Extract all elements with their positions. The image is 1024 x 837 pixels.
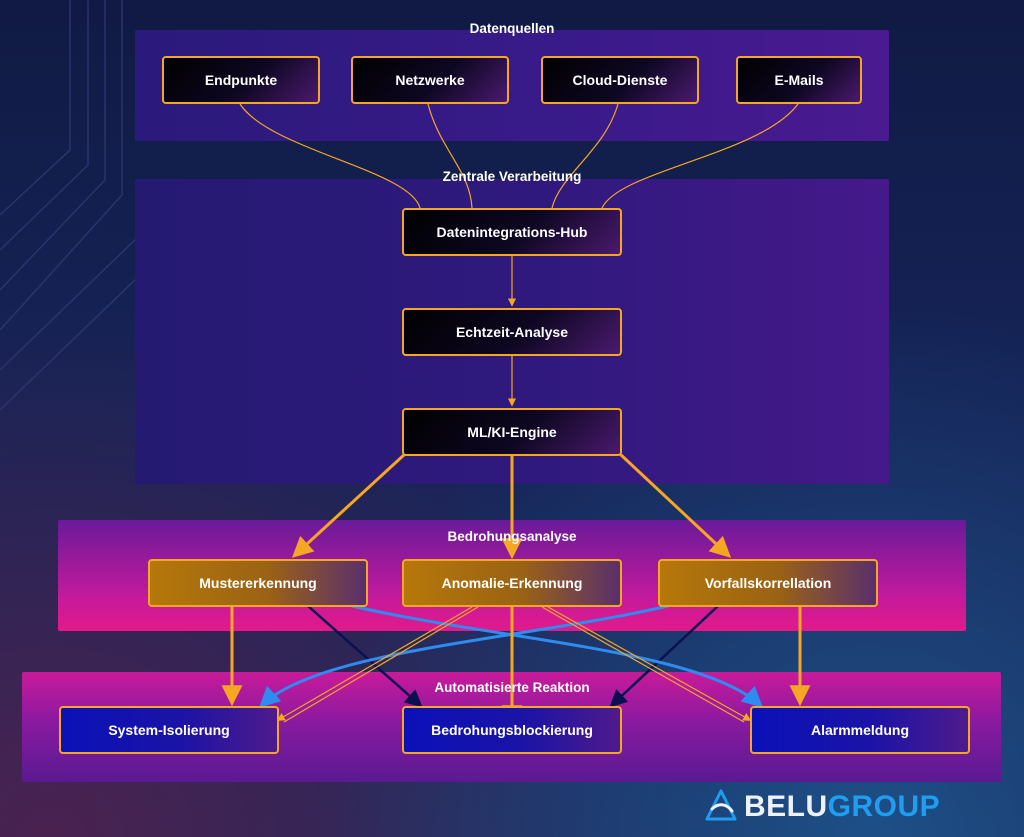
node-anomalie-erkennung: Anomalie-Erkennung (402, 559, 622, 607)
logo-text-belu: BELU (744, 790, 828, 823)
logo-text-group: GROUP (827, 790, 941, 823)
node-mustererkennung: Mustererkennung (148, 559, 368, 607)
logo-wordmark: BELUGROUP (744, 790, 940, 824)
group-label-zentrale-verarbeitung: Zentrale Verarbeitung (442, 169, 582, 184)
node-netzwerke: Netzwerke (351, 56, 509, 104)
node-echtzeit-analyse: Echtzeit-Analyse (402, 308, 622, 356)
belugroup-logo-icon (705, 789, 737, 821)
node-alarmmeldung: Alarmmeldung (750, 706, 970, 754)
belugroup-logo: BELUGROUP (704, 787, 940, 827)
node-ml-ki-engine: ML/KI-Engine (402, 408, 622, 456)
node-cloud-dienste: Cloud-Dienste (541, 56, 699, 104)
node-e-mails: E-Mails (736, 56, 862, 104)
group-label-bedrohungsanalyse: Bedrohungsanalyse (447, 529, 577, 544)
node-bedrohungsblockierung: Bedrohungsblockierung (402, 706, 622, 754)
node-endpunkte: Endpunkte (162, 56, 320, 104)
node-datenintegrations-hub: Datenintegrations-Hub (402, 208, 622, 256)
group-label-automatisierte-reaktion: Automatisierte Reaktion (434, 680, 590, 695)
node-vorfallskorrellation: Vorfallskorrellation (658, 559, 878, 607)
node-system-isolierung: System-Isolierung (59, 706, 279, 754)
group-label-datenquellen: Datenquellen (469, 21, 555, 36)
